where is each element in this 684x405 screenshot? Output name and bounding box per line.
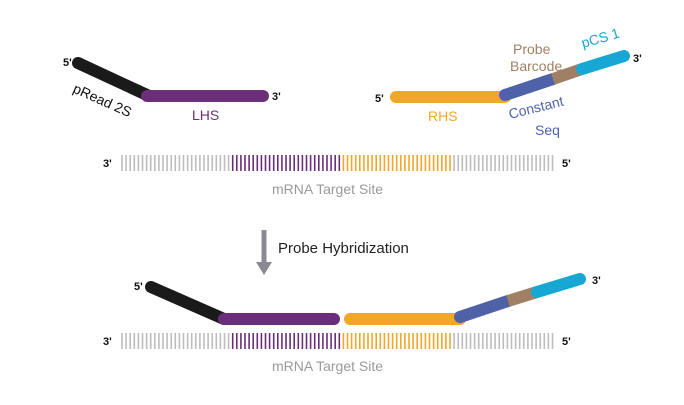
mrna-bottom-ticks: [121, 333, 554, 349]
hybridization-step: Probe Hybridization: [256, 230, 409, 275]
mrna-bottom-three-prime-label: 3': [103, 336, 112, 348]
lhs-label: LHS: [192, 107, 219, 123]
probe-hybridization-label: Probe Hybridization: [278, 240, 409, 257]
rhs-three-prime-label: 3': [633, 53, 642, 65]
lhs-three-prime-label: 3': [272, 91, 281, 103]
down-arrow-head: [256, 262, 272, 275]
mrna-top-ticks: [121, 155, 554, 171]
constant-seq-segment: [499, 73, 559, 101]
pcs1-label: pCS 1: [579, 25, 621, 51]
lhs-five-prime-label: 5': [63, 57, 72, 69]
mrna-top-three-prime-label: 3': [103, 158, 112, 170]
pcs1-segment: [576, 50, 630, 75]
rhs-label: RHS: [428, 108, 458, 124]
mrna-bottom-five-prime-label: 5': [562, 336, 571, 348]
pcs1-segment-bottom: [531, 273, 586, 298]
mrna-strand-bottom: 3' 5' mRNA Target Site: [103, 333, 571, 374]
constant-seq-segment-bottom: [454, 295, 514, 323]
bottom-five-prime-label: 5': [134, 281, 143, 293]
mrna-top-site-label: mRNA Target Site: [272, 181, 383, 197]
mrna-strand-top: 3' 5' mRNA Target Site: [103, 155, 571, 197]
mrna-bottom-site-label: mRNA Target Site: [272, 358, 383, 374]
bottom-probes: 5' 3': [134, 273, 601, 325]
probe-label: Probe: [513, 41, 551, 57]
mrna-top-five-prime-label: 5': [562, 158, 571, 170]
pread-2s-segment-bottom: [145, 281, 230, 325]
barcode-label: Barcode: [510, 58, 562, 74]
rhs-five-prime-label: 5': [375, 93, 384, 105]
top-probes: 5' 3' pRead 2S LHS 5' 3' RHS Probe Barco…: [63, 25, 642, 138]
seq-label: Seq: [535, 122, 560, 138]
bottom-three-prime-label: 3': [592, 275, 601, 287]
pread-2s-segment: [72, 57, 153, 101]
